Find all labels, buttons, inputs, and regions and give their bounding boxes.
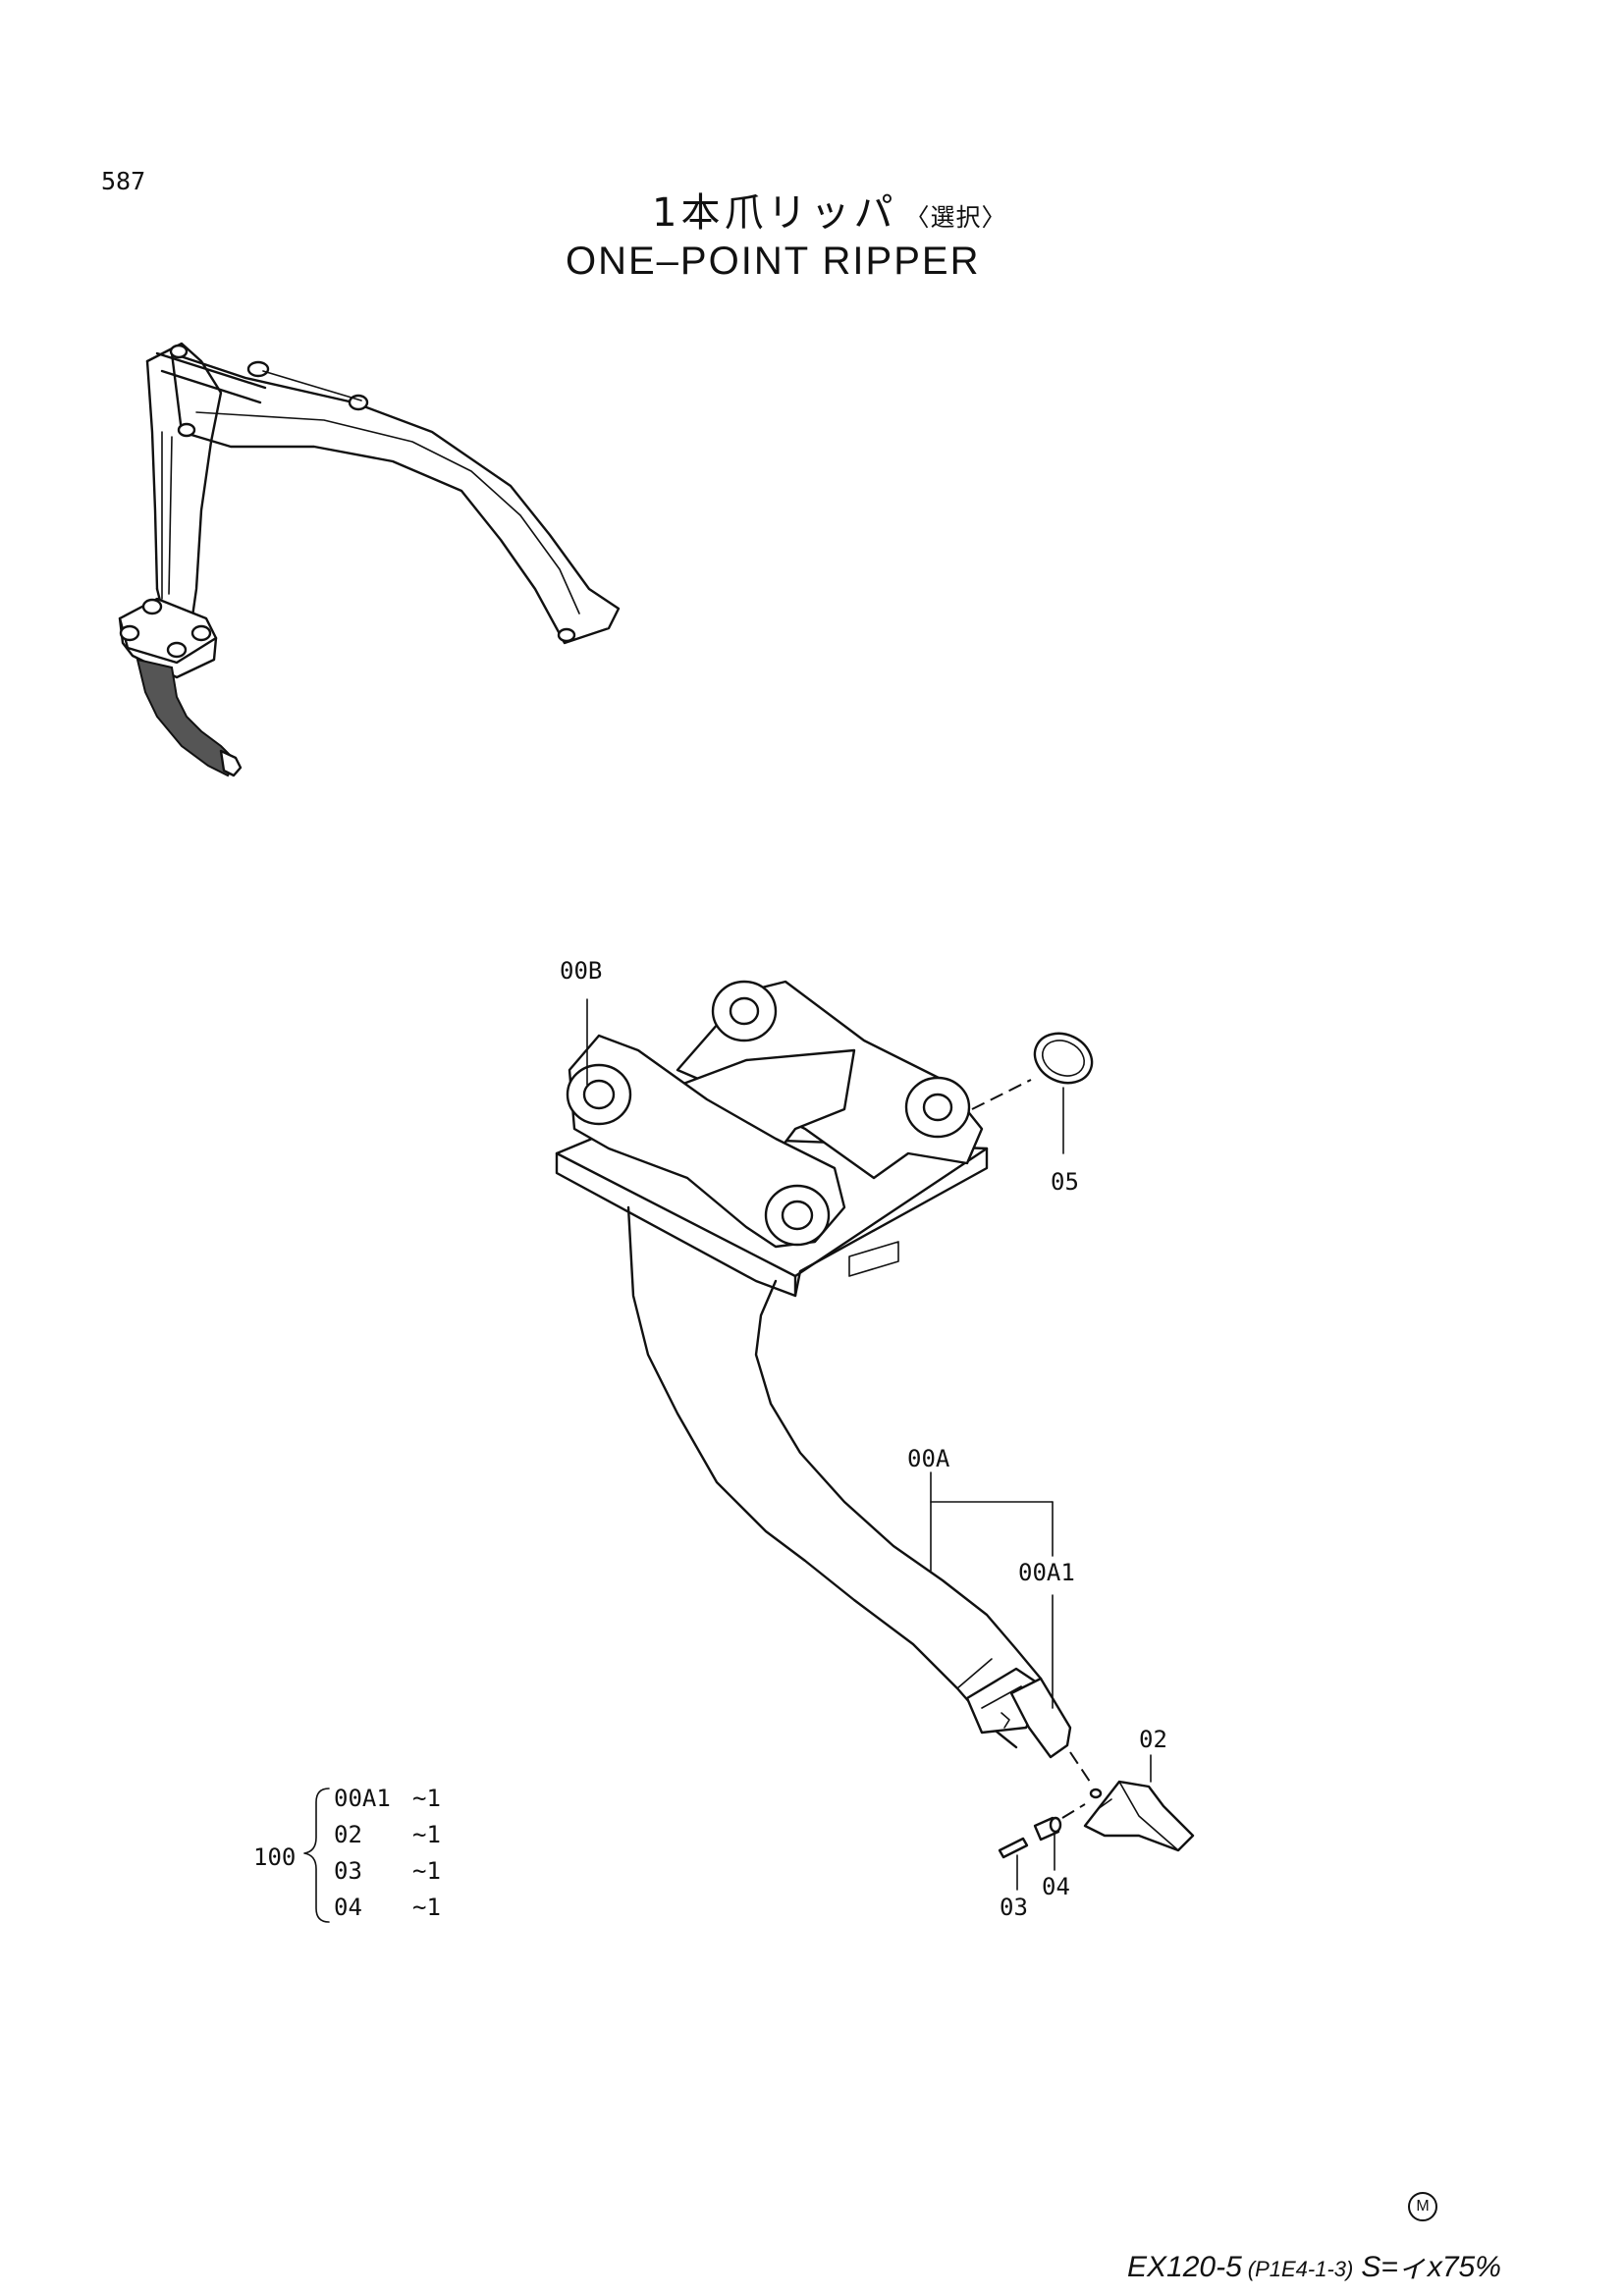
callout-00A1: 00A1 bbox=[1018, 1559, 1075, 1586]
kit-item-qty: ~1 bbox=[412, 1821, 441, 1848]
kit-composition: 100 00A1 ~1 02 ~1 03 ~1 04 ~1 bbox=[253, 1785, 441, 1923]
overview-arm-illustration bbox=[118, 342, 621, 777]
footer-scale: S=ィx75% bbox=[1361, 2251, 1501, 2283]
kit-item-part: 04 bbox=[334, 1894, 362, 1921]
kit-item-part: 00A1 bbox=[334, 1785, 391, 1812]
footer-model-code: EX120-5(P1E4-1-3) S=ィx75% bbox=[1127, 2242, 1501, 2285]
title-japanese: 1本爪リッパ〈選択〉 bbox=[652, 181, 1006, 238]
callout-00A: 00A bbox=[907, 1445, 950, 1472]
callout-00B: 00B bbox=[560, 957, 602, 985]
title-japanese-text: 1本爪リッパ bbox=[652, 190, 897, 236]
kit-item-part: 02 bbox=[334, 1821, 362, 1848]
callout-04: 04 bbox=[1042, 1873, 1070, 1900]
m-mark-symbol: M bbox=[1408, 2192, 1437, 2221]
kit-item-qty: ~1 bbox=[412, 1894, 441, 1921]
title-english: ONE–POINT RIPPER bbox=[566, 240, 981, 283]
page-number: 587 bbox=[101, 167, 146, 195]
callout-03: 03 bbox=[1000, 1894, 1028, 1921]
kit-item-part: 03 bbox=[334, 1857, 362, 1885]
kit-item-qty: ~1 bbox=[412, 1785, 441, 1812]
callout-leaders bbox=[586, 998, 1152, 1891]
callout-02: 02 bbox=[1139, 1726, 1167, 1753]
footer-model: EX120-5 bbox=[1127, 2251, 1242, 2283]
footer-reference: (P1E4-1-3) bbox=[1247, 2257, 1354, 2281]
title-optional-note: 〈選択〉 bbox=[904, 203, 1007, 232]
callout-05: 05 bbox=[1051, 1168, 1079, 1196]
kit-number: 100 bbox=[253, 1843, 296, 1871]
ripper-assembly-drawing bbox=[555, 980, 1195, 1859]
kit-item-qty: ~1 bbox=[412, 1857, 441, 1885]
